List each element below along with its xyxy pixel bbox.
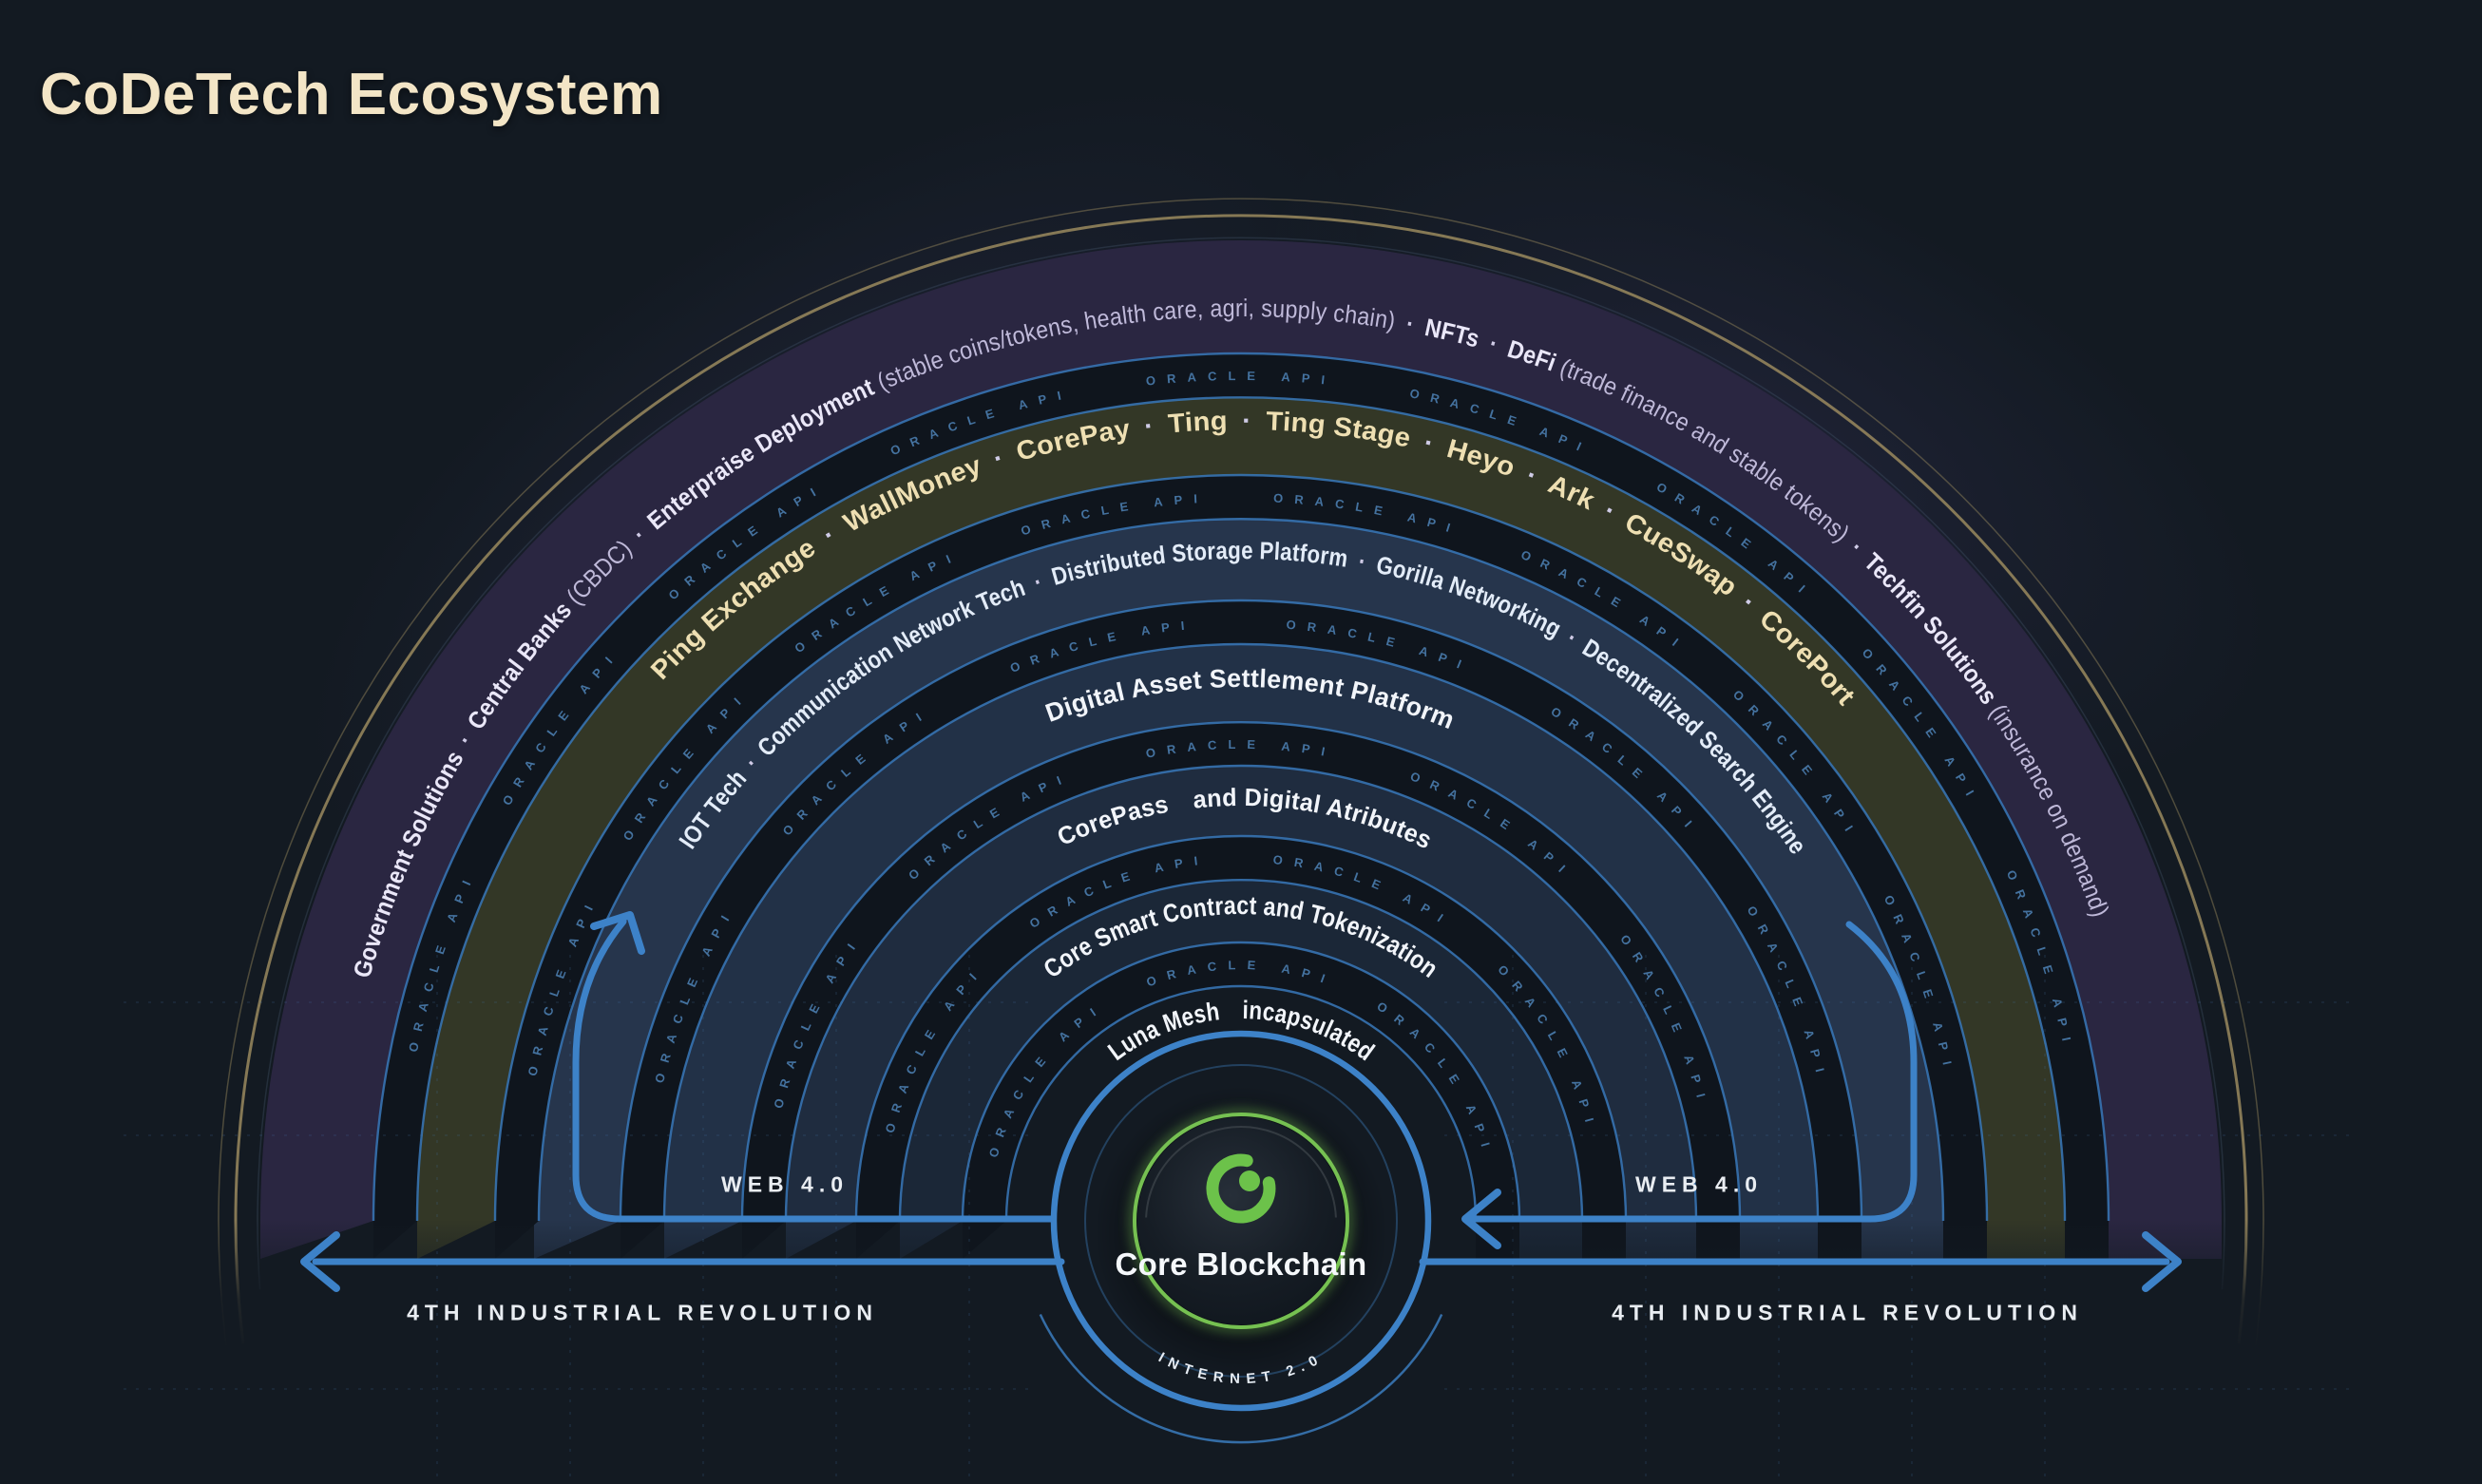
api-lane-band (963, 942, 1519, 1259)
oracle-api-label: ORACLE API (1145, 369, 1337, 389)
ring-bands (260, 240, 2222, 1259)
web-flow-line-left (572, 918, 1057, 1223)
page-title: CoDeTech Ecosystem (40, 61, 663, 127)
lane-border-arc (493, 473, 1989, 1222)
ring-band-corepass (786, 766, 1696, 1259)
lane-border-arc (662, 642, 1820, 1222)
core-blockchain-center: INTERNET 2.0 (1039, 1030, 1443, 1444)
thick-center-ring (1050, 1030, 1432, 1412)
web-40-label-right: WEB 4.0 (1634, 1171, 1764, 1197)
ring-band-enterprise (260, 240, 2222, 1259)
lane-border-arc (619, 599, 1863, 1222)
arrow-left-icon (300, 1231, 340, 1292)
ring-band-infra-tech (534, 514, 1948, 1259)
lane-border-arc (854, 834, 1628, 1222)
lane-border-arc (1004, 984, 1478, 1222)
ring-band-settlement (664, 644, 1818, 1259)
bottom-center-arc (1039, 1313, 1443, 1444)
industrial-revolution-label-left: 4TH INDUSTRIAL REVOLUTION (407, 1300, 878, 1325)
green-ring (1133, 1113, 1349, 1329)
lane-border-arc (415, 395, 2067, 1222)
lane-border-arc (537, 517, 1945, 1222)
outer-boundary-arc (257, 237, 2225, 1290)
lane-border-arc (961, 941, 1521, 1222)
arrow-left-icon (1461, 1189, 1501, 1249)
lane-border-arc (898, 878, 1584, 1222)
arrow-up-icon (590, 911, 645, 955)
ring-band-smart-contract (900, 880, 1582, 1259)
web-flow-line-right (1463, 921, 1918, 1223)
lane-border-arc (372, 352, 2110, 1222)
core-blockchain-logo-icon (1206, 1153, 1276, 1224)
thin-center-ring (1084, 1064, 1398, 1378)
arrow-right-icon (2142, 1231, 2182, 1292)
baseline-fade (1513, 1220, 2482, 1353)
gold-arc-inner (234, 214, 2248, 1344)
baseline-fade (0, 1220, 969, 1353)
inner-grey-arc (1145, 1126, 1337, 1218)
web-40-label-left: WEB 4.0 (720, 1171, 850, 1197)
lane-border-arc (784, 764, 1698, 1222)
gold-arc-outer (218, 198, 2264, 1346)
lane-border-arc (740, 720, 1742, 1222)
core-blockchain-label: Core Blockchain (1115, 1246, 1367, 1282)
industrial-revolution-label-right: 4TH INDUSTRIAL REVOLUTION (1612, 1300, 2083, 1325)
